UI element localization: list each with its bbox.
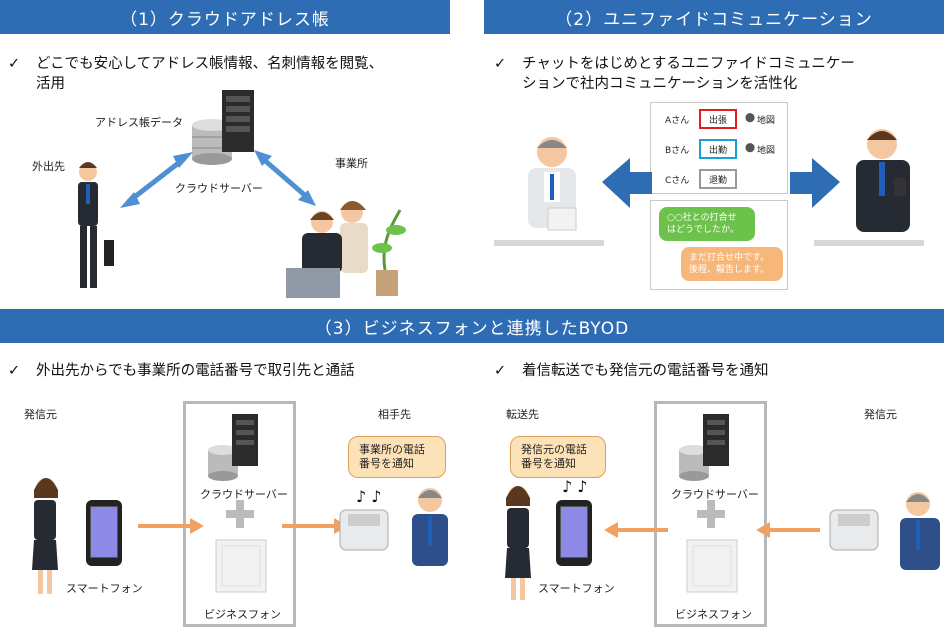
arrow-right-icon [138,518,204,534]
section1-illustration [0,80,450,300]
sync-arrow-left [120,152,193,208]
caller-man [900,492,940,570]
arrow-right-icon [790,158,840,208]
sync-arrow-right [254,150,316,206]
check-icon: ✓ [8,54,20,74]
section2-bullet-text: チャットをはじめとするユニファイドコミュニケー ションで社内コミュニケーションを… [522,54,855,94]
desk-phone-icon [830,510,878,550]
businessman-walking [78,162,114,288]
businesswoman-caller [32,478,58,594]
manager-at-desk [494,137,604,246]
section3-illustration: ♪ ♪ ♪ ♪ [0,400,944,635]
music-note-icon: ♪ ♪ [356,487,382,506]
section1-header: （1）クラウドアドレス帳 [0,0,450,34]
arrow-left-icon [756,522,820,538]
check-icon: ✓ [494,361,506,381]
music-note-icon: ♪ ♪ [562,477,588,496]
businesswoman-forwarded [505,486,531,600]
office-workers [286,201,406,298]
section3-right-bullet-text: 着信転送でも発信元の電話番号を通知 [522,361,769,381]
check-icon: ✓ [494,54,506,74]
server-icon [232,414,258,466]
section2-header: （2）ユニファイドコミュニケーション [484,0,944,34]
check-icon: ✓ [8,361,20,381]
business-phone-unit-icon [216,540,266,592]
plus-icon [226,500,254,528]
business-phone-unit-icon [687,540,737,592]
section3-left-bullet: ✓ 外出先からでも事業所の電話番号で取引先と通話 [8,361,448,381]
partner-man [412,488,448,566]
section2-bullet: ✓ チャットをはじめとするユニファイドコミュニケー ションで社内コミュニケーショ… [494,54,934,94]
svg-text:♪ ♪: ♪ ♪ [356,487,382,506]
desk-phone-icon [340,510,388,550]
section3-right-bullet: ✓ 着信転送でも発信元の電話番号を通知 [494,361,934,381]
section2-illustration [484,100,944,300]
server-icon [703,414,729,466]
section3-left-bullet-text: 外出先からでも事業所の電話番号で取引先と通話 [36,361,355,381]
arrow-left-icon [602,158,652,208]
svg-text:♪ ♪: ♪ ♪ [562,477,588,496]
plus-icon [697,500,725,528]
section3-header: （3）ビジネスフォンと連携したBYOD [0,309,944,343]
arrow-right-icon [282,518,348,534]
arrow-left-icon [604,522,668,538]
server-icon [222,90,254,152]
